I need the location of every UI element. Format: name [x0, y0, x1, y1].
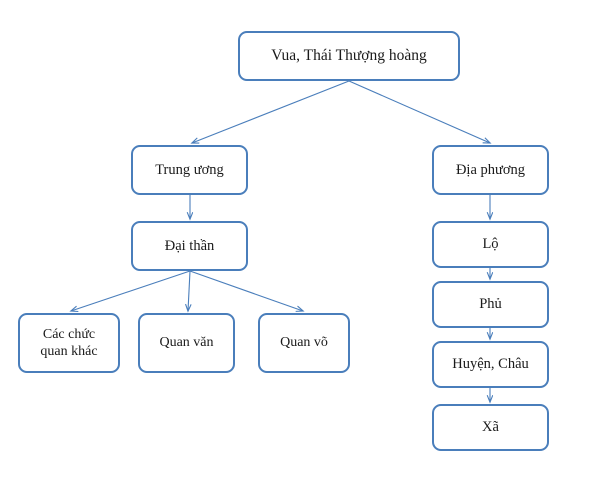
node-huyen-chau: Huyện, Châu [432, 341, 549, 388]
node-local-government: Địa phương [432, 145, 549, 195]
node-grand-mandarin-label: Đại thần [164, 237, 215, 254]
node-phu-label: Phủ [479, 296, 502, 313]
node-military-officials-label: Quan võ [280, 335, 328, 351]
edge-mandarin-to-other [71, 270, 191, 311]
edge-mandarin-to-military [189, 270, 303, 311]
node-civil-officials: Quan văn [138, 313, 235, 373]
node-grand-mandarin: Đại thần [131, 221, 248, 271]
edge-king-to-local [348, 80, 490, 143]
node-central-government-label: Trung ương [155, 161, 224, 178]
node-other-officials: Các chức quan khác [18, 313, 120, 373]
node-lo-label: Lộ [482, 236, 499, 253]
node-central-government: Trung ương [131, 145, 248, 195]
node-huyen-chau-label: Huyện, Châu [452, 356, 529, 373]
node-phu: Phủ [432, 281, 549, 328]
node-king: Vua, Thái Thượng hoàng [238, 31, 460, 81]
node-military-officials: Quan võ [258, 313, 350, 373]
node-xa: Xã [432, 404, 549, 451]
node-king-label: Vua, Thái Thượng hoàng [271, 47, 427, 65]
node-civil-officials-label: Quan văn [159, 335, 214, 351]
edge-king-to-central [192, 80, 350, 143]
node-lo: Lộ [432, 221, 549, 268]
edge-mandarin-to-civil [188, 270, 190, 311]
node-other-officials-label: Các chức quan khác [40, 326, 98, 360]
node-xa-label: Xã [482, 419, 499, 436]
node-local-government-label: Địa phương [455, 161, 526, 178]
